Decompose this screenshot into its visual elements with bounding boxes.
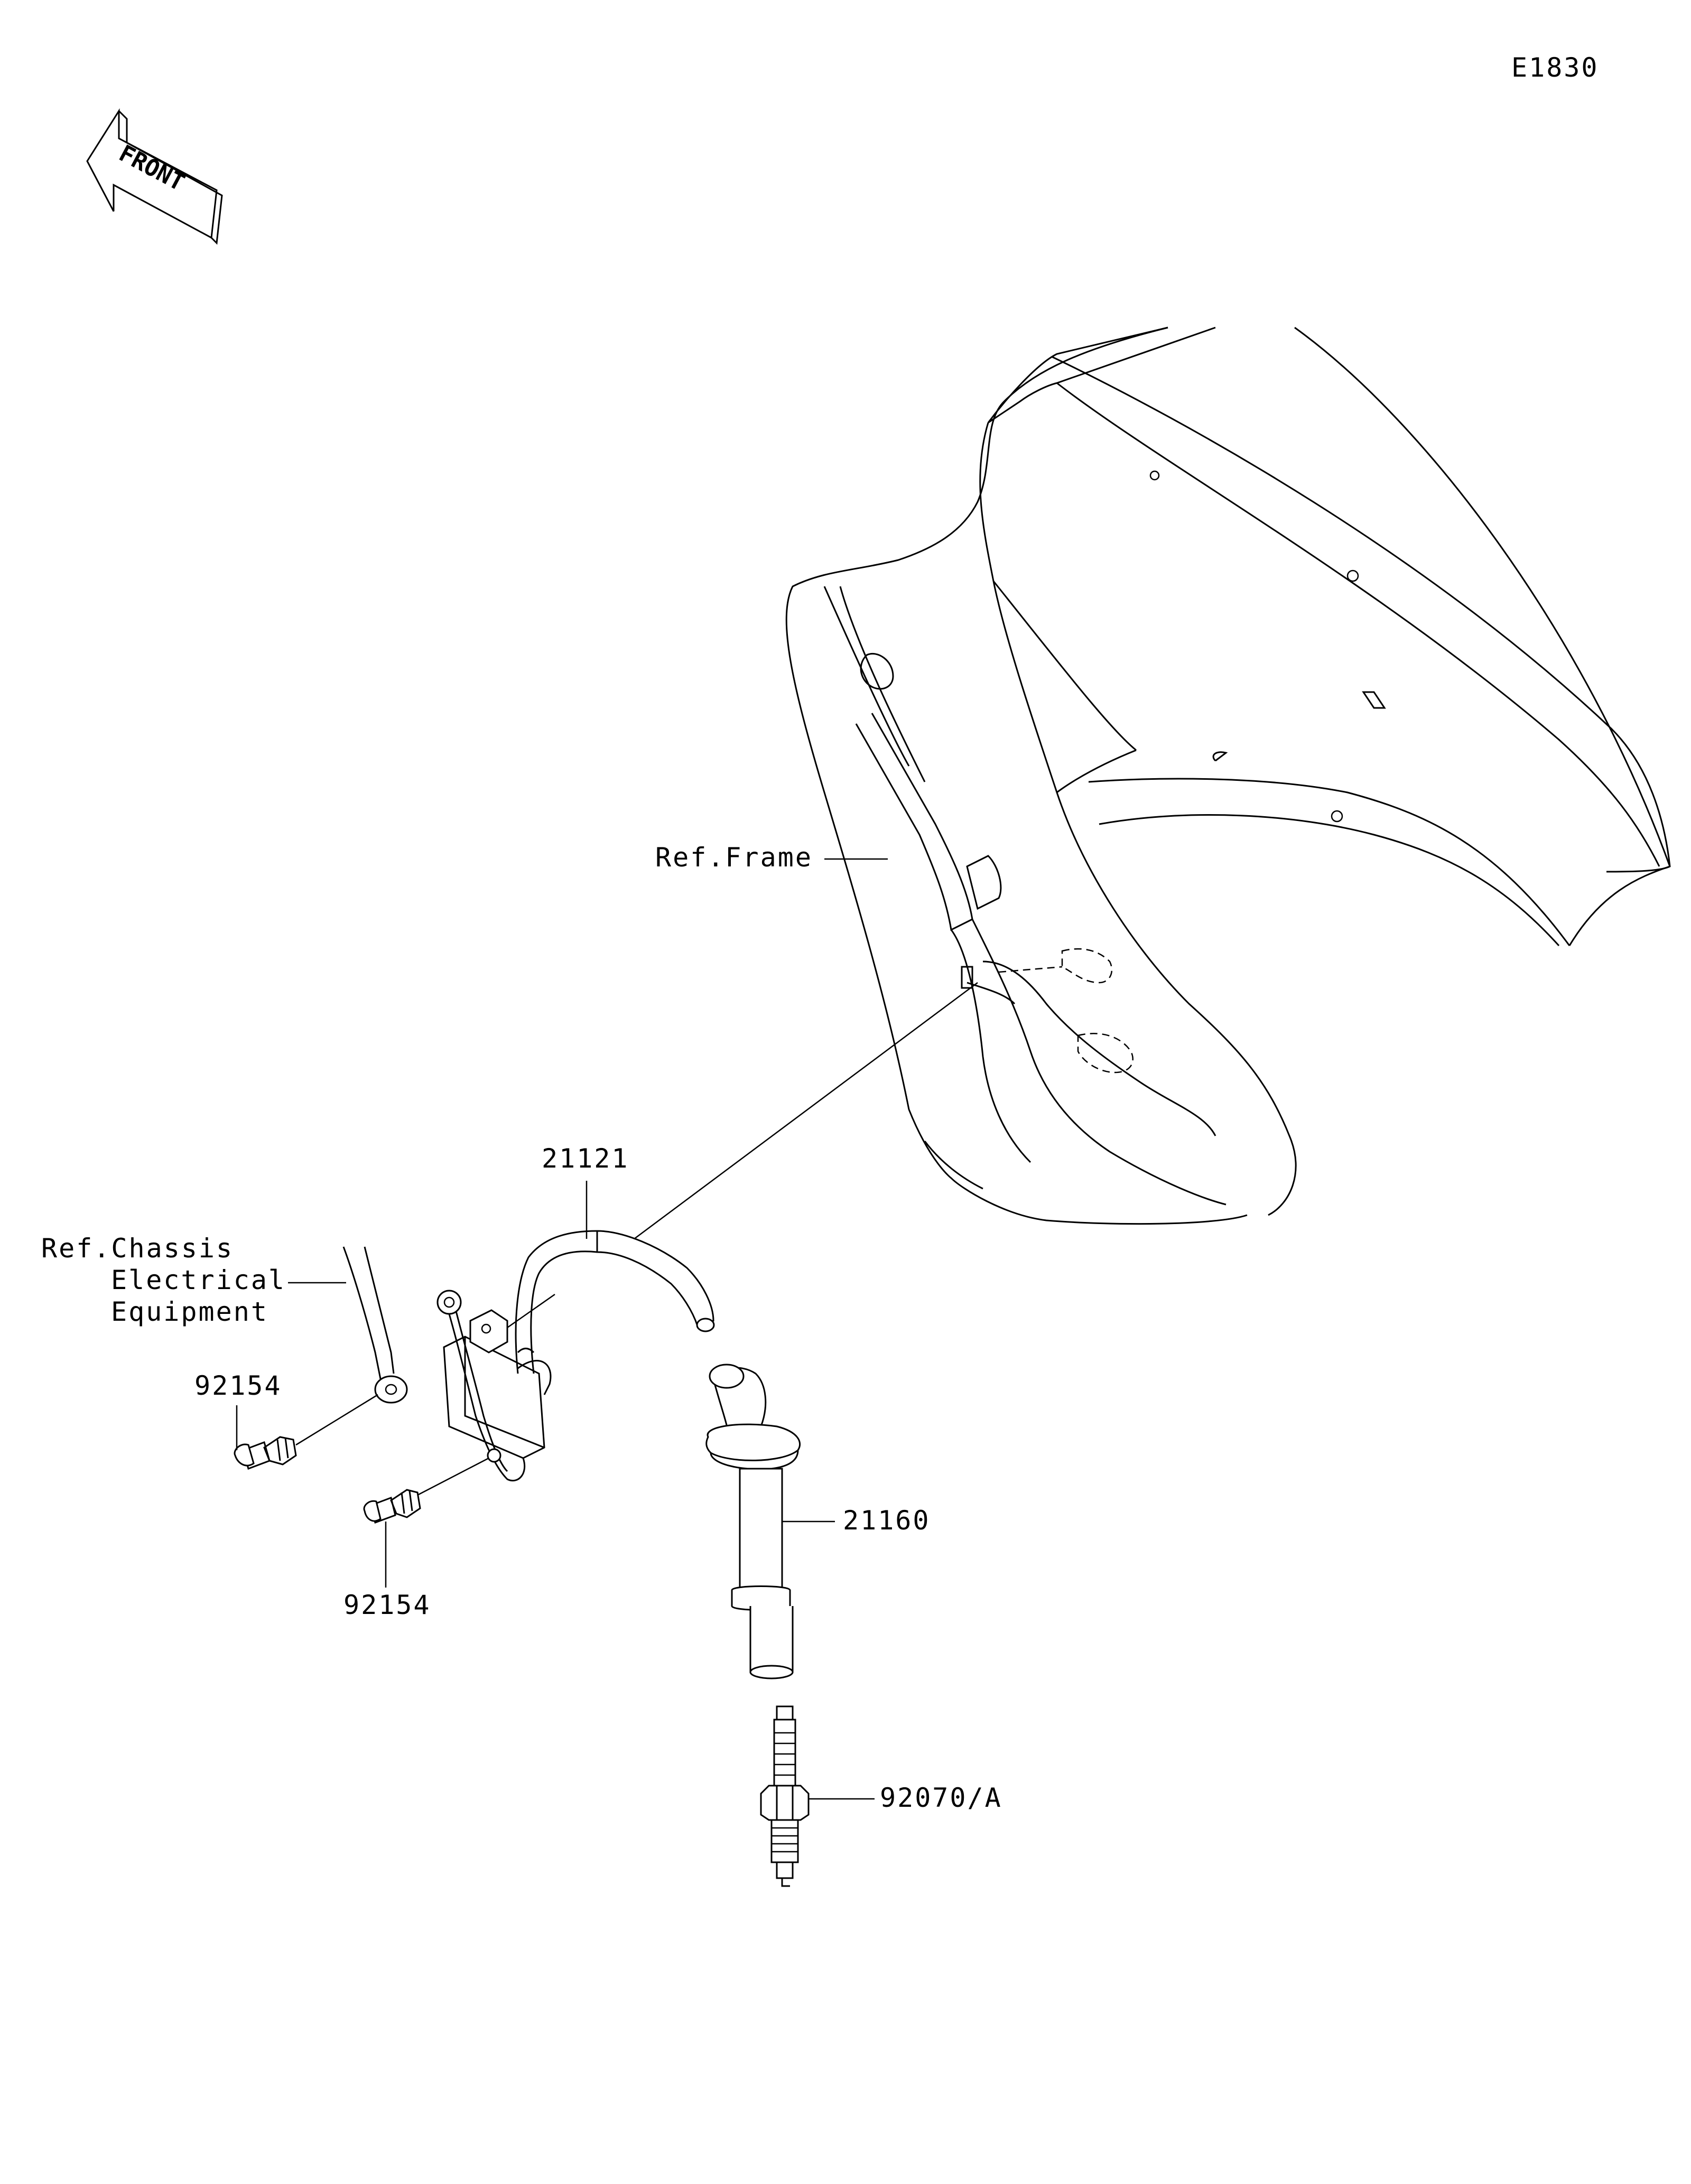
part-92154-lower-callout: 92154 [343, 1522, 431, 1620]
part-21121-label: 21121 [542, 1143, 629, 1174]
part-92070-callout: 92070/A [809, 1782, 1002, 1813]
coil-mount-line [501, 1293, 555, 1332]
part-92070-label: 92070/A [880, 1782, 1002, 1813]
part-21160-label: 21160 [843, 1505, 931, 1536]
ref-frame-label: Ref.Frame [655, 842, 813, 873]
ref-chassis-line1: Ref.Chassis [41, 1233, 234, 1264]
spark-plug-cap [705, 1364, 801, 1679]
ground-cable [342, 1246, 408, 1404]
ref-chassis-line3: Equipment [111, 1296, 268, 1327]
ignition-coil [436, 1230, 715, 1482]
bolt-92154-lower [363, 1457, 489, 1524]
frame-drawing [785, 326, 1671, 1225]
front-arrow-icon: FRONT [86, 108, 223, 245]
part-92154-upper-label: 92154 [194, 1370, 282, 1401]
ref-chassis-callout: Ref.Chassis Electrical Equipment [41, 1233, 346, 1327]
ref-chassis-line2: Electrical [111, 1265, 286, 1295]
front-text: FRONT [115, 140, 189, 197]
spark-plug [760, 1705, 810, 1887]
part-92154-lower-label: 92154 [343, 1590, 431, 1620]
part-21160-callout: 21160 [782, 1505, 931, 1536]
frame-to-coil-leader [623, 982, 978, 1248]
diagram-id: E1830 [1511, 52, 1599, 83]
part-92154-upper-callout: 92154 [194, 1370, 282, 1450]
part-21121-callout: 21121 [542, 1143, 629, 1239]
ref-frame-callout: Ref.Frame [655, 842, 888, 873]
bolt-92154-upper [234, 1394, 378, 1470]
